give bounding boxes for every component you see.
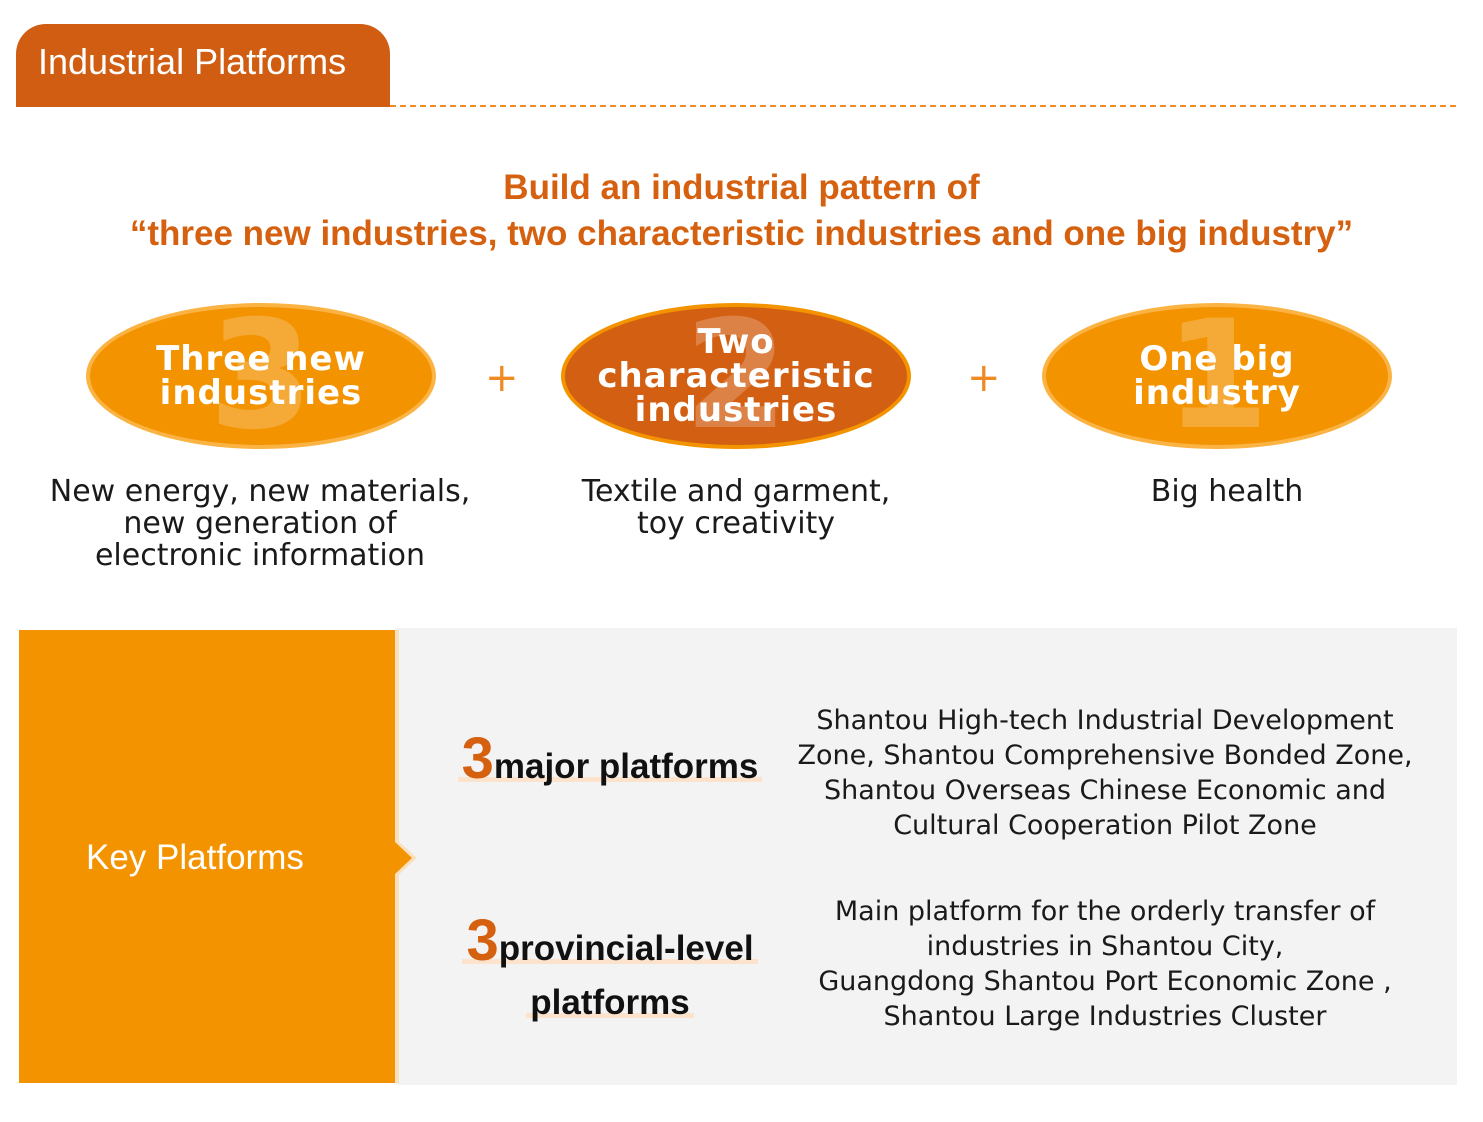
major-platforms-highlight: 3major platforms [457,730,763,788]
section-title: Industrial Platforms [38,41,347,82]
three-new-industries-description: New energy, new materials, new generatio… [49,474,471,573]
one-big-industry-ellipse: 1 One big industry [1042,303,1392,449]
provincial-platforms-title-line-2: platforms [530,983,690,1022]
major-platforms-title: major platforms [493,747,759,786]
three-new-industries-label: Three new industries [156,339,366,413]
one-big-industry-description: Big health [1150,474,1304,509]
plus-sign: + [485,355,519,401]
watermark-number-2: 2 [683,303,789,449]
plus-sign: + [967,355,1001,401]
provincial-platforms-count: 3 [466,908,499,973]
headline-line-1: Build an industrial pattern of [503,168,980,207]
one-big-industry-label: One big industry [1133,339,1301,413]
watermark-number-1: 1 [1164,303,1270,449]
provincial-platforms-description: Main platform for the orderly transfer o… [818,896,1392,1032]
major-platforms-heading: 3major platforms [455,730,765,790]
headline-line-2: “three new industries, two characteristi… [129,214,1354,253]
two-characteristic-industries-ellipse: 2 Two characteristic industries [561,303,911,449]
provincial-platforms-highlight-2: platforms [526,983,694,1022]
major-platforms-count: 3 [461,726,494,791]
provincial-platforms-heading: 3provincial-level platforms [455,912,765,1034]
provincial-platforms-title-line-1: provincial-level [498,929,754,968]
provincial-platforms-highlight: 3provincial-level [462,912,758,970]
key-platforms-label: Key Platforms [86,838,304,877]
watermark-number-3: 3 [208,303,314,449]
major-platforms-description: Shantou High-tech Industrial Development… [797,705,1413,841]
three-new-industries-ellipse: 3 Three new industries [86,303,436,449]
two-characteristic-industries-label: Two characteristic industries [597,322,875,430]
dashed-divider [390,105,1456,107]
two-characteristic-industries-description: Textile and garment, toy creativity [581,474,891,541]
pointer-arrow-fill [395,842,412,874]
section-tab [16,24,390,107]
